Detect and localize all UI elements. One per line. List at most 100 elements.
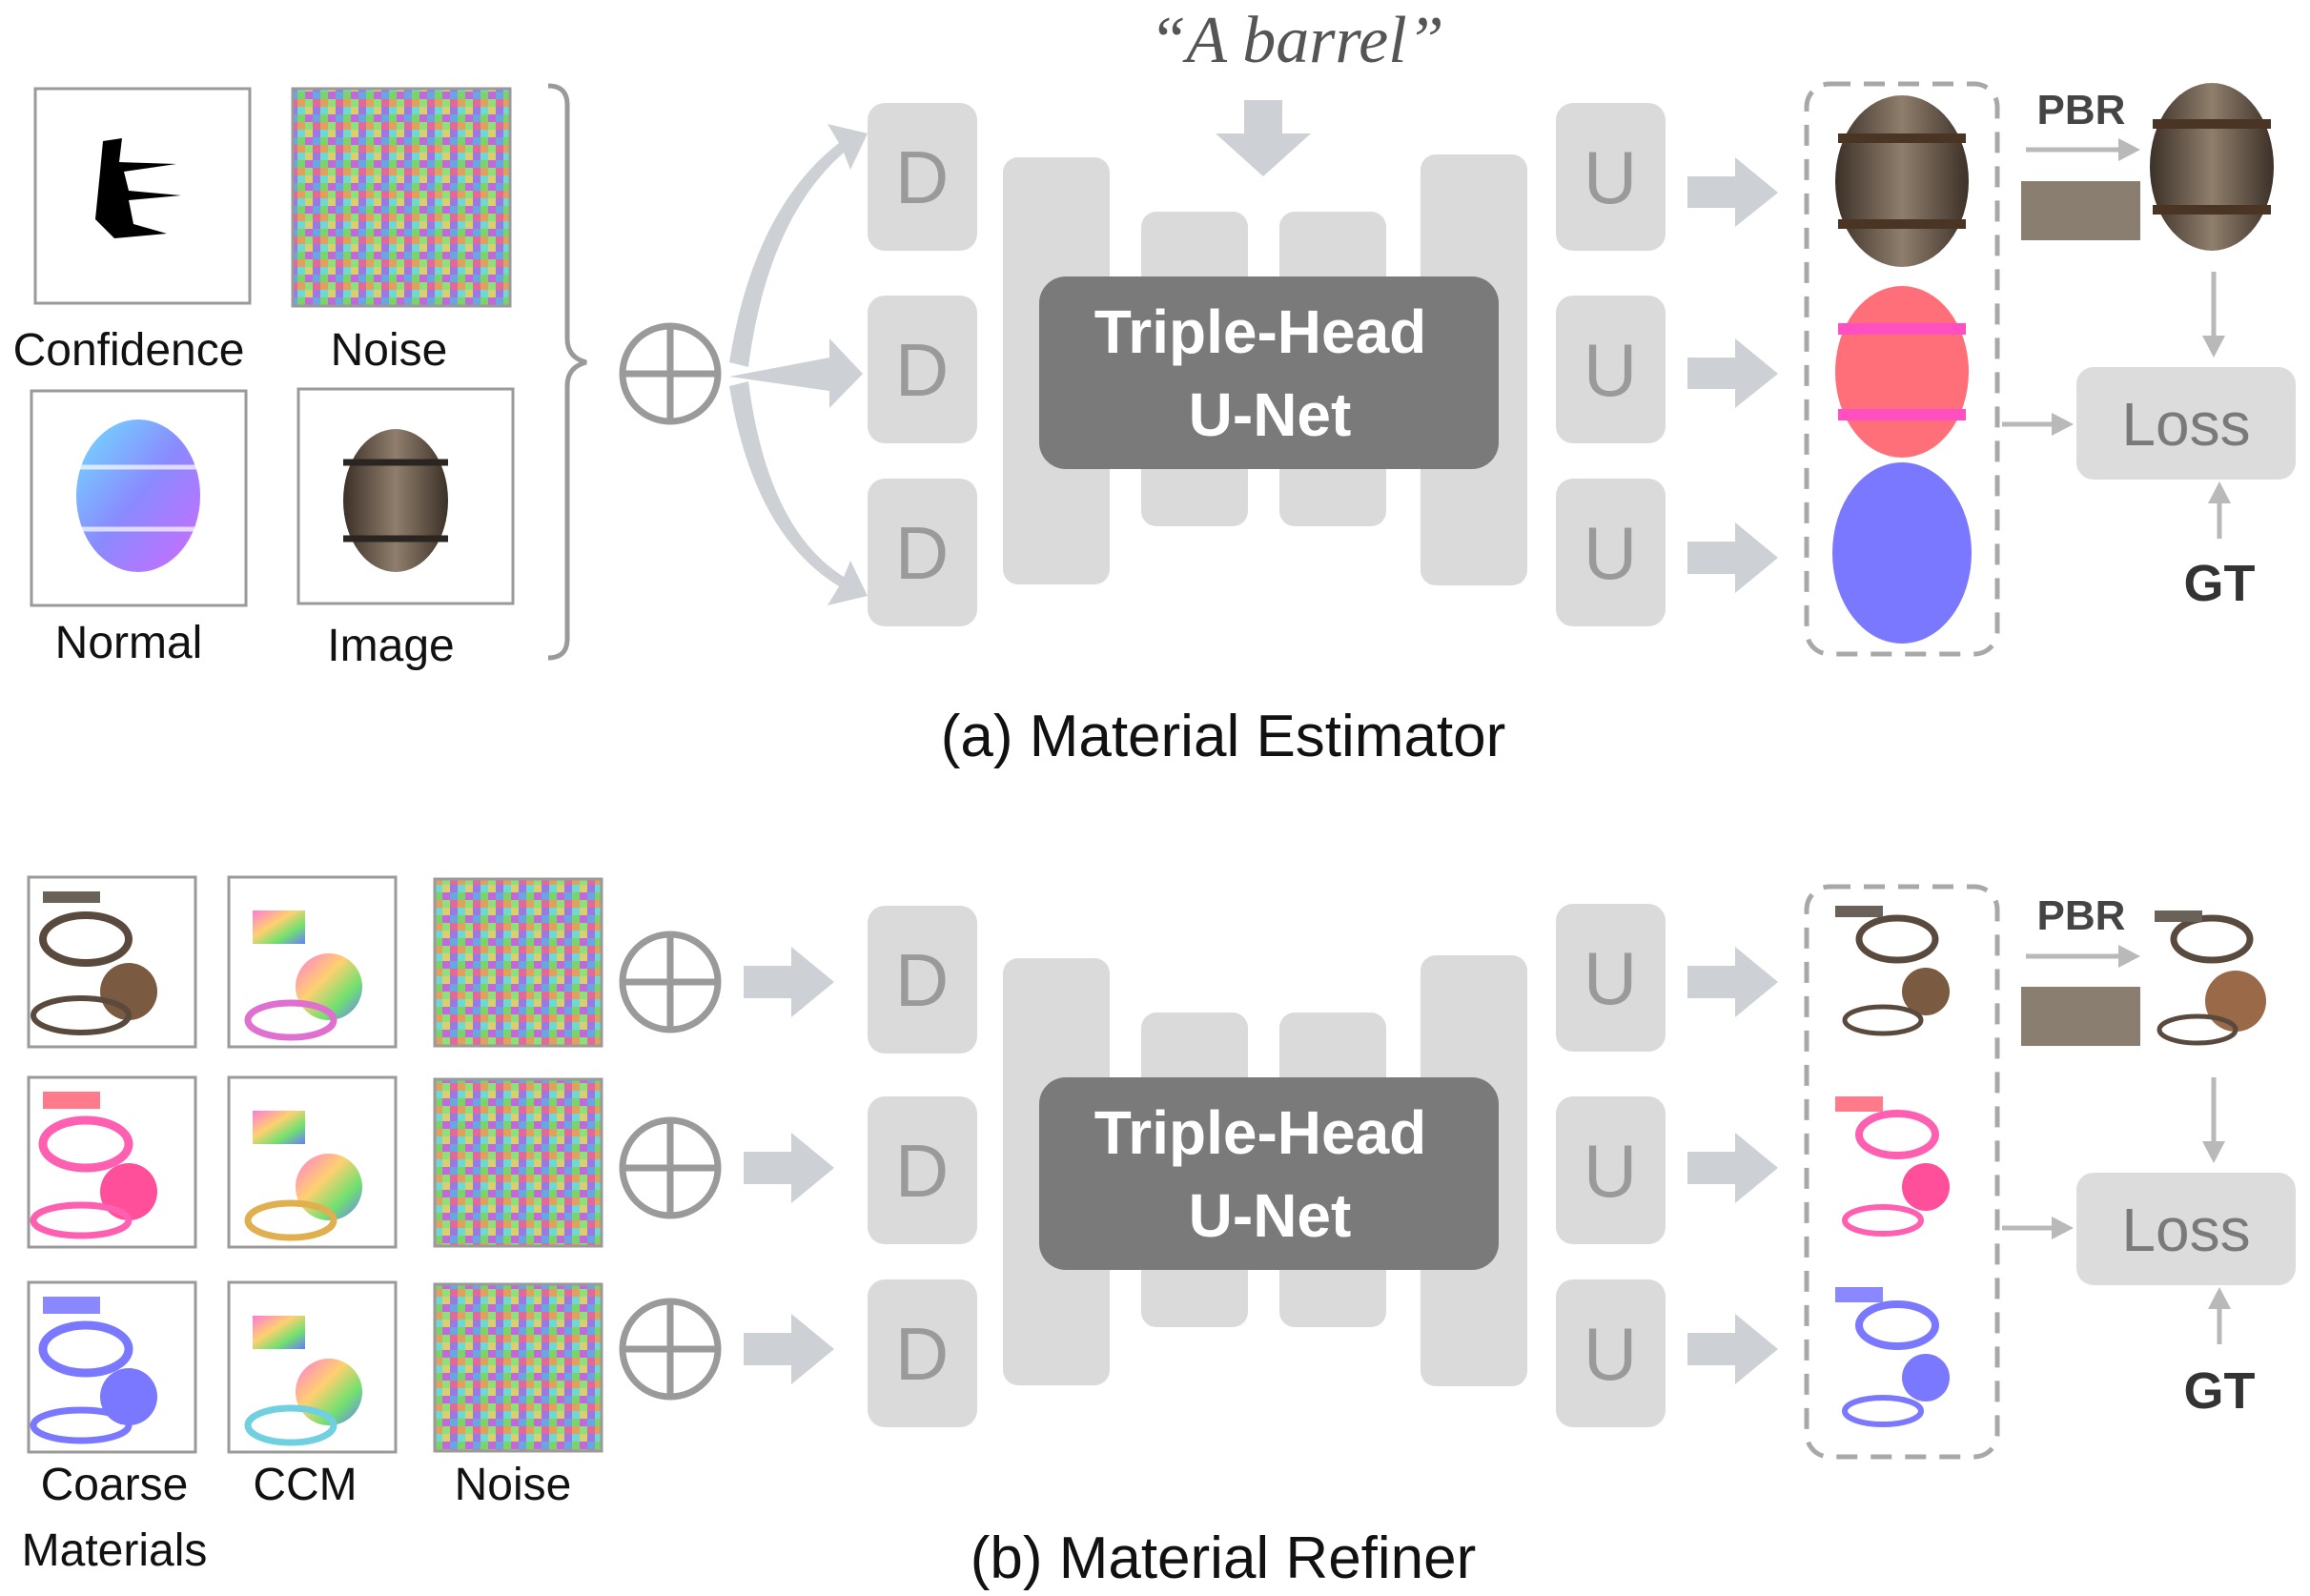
svg-text:D: D [895,938,949,1022]
refined-normal-output [1835,1287,1950,1427]
svg-text:Triple-Head: Triple-Head [1094,297,1427,366]
rendered-output-a [2150,83,2274,251]
render-to-loss-head-b [2202,1141,2225,1163]
coarse-roughness-thumbnail [27,1075,197,1249]
arrow-out-b3 [1687,1314,1778,1384]
svg-text:U: U [1584,1129,1637,1213]
brace [547,83,587,661]
refined-roughness-output [1835,1096,1950,1237]
output-group-b [1804,884,2000,1460]
label-normal: Normal [55,618,203,668]
svg-text:D: D [895,1129,949,1213]
arrow-out-b2 [1687,1133,1778,1203]
caption-refiner: (b) Material Refiner [971,1525,1477,1591]
label-gt-a: GT [2184,555,2256,612]
label-gt-b: GT [2184,1362,2256,1420]
svg-text:D: D [895,1312,949,1396]
arrow-to-d1-a [729,124,868,367]
concat-icon-b1 [619,931,722,1033]
svg-text:D: D [895,511,949,595]
svg-text:U: U [1584,1312,1637,1396]
concat-icon-a [619,322,722,425]
svg-text:Loss: Loss [2121,390,2250,459]
upsample-block-b2: U [1556,1096,1666,1244]
envmap-thumbnail-b [2021,987,2140,1046]
pbr-arrow-head-a [2118,138,2140,161]
label-confidence: Confidence [13,325,245,376]
unet-core-b: Triple-Head U-Net [1039,1077,1499,1270]
ccm-thumbnail-1 [227,875,398,1049]
arrow-to-d2-b [744,1133,834,1203]
normal-thumbnail [30,389,248,607]
arrow-to-d1-b [744,947,834,1017]
decoder-block-b1: D [868,906,977,1054]
concat-icon-b2 [619,1116,722,1219]
svg-text:Loss: Loss [2121,1196,2250,1264]
upsample-block-a1: U [1556,103,1666,251]
gt-to-loss-head-b [2208,1287,2231,1309]
decoder-block-a1: D [868,103,977,251]
svg-text:U-Net: U-Net [1189,1181,1352,1250]
roughness-output-a [1835,286,1969,458]
arrow-to-d3-b [744,1314,834,1384]
ccm-thumbnail-2 [227,1075,398,1249]
decoder-block-b2: D [868,1096,977,1244]
label-pbr-a: PBR [2037,87,2126,133]
refined-albedo-output [1835,906,1950,1036]
confidence-thumbnail [33,87,252,305]
label-pbr-b: PBR [2037,892,2126,939]
label-coarse-2: Materials [22,1525,208,1576]
label-noise-a: Noise [331,325,448,376]
unet-core-a: Triple-Head U-Net [1039,276,1499,469]
noise-thumbnail-b3 [433,1282,603,1453]
arrow-to-d3-a [729,381,868,605]
arrow-to-d2-a [729,338,863,408]
upsample-block-b3: U [1556,1279,1666,1427]
label-image: Image [327,621,454,671]
image-thumbnail [296,387,515,605]
svg-text:U: U [1584,511,1637,595]
render-to-loss-head-a [2202,336,2225,358]
arrow-out-a2 [1687,338,1778,408]
svg-text:D: D [895,328,949,412]
noise-thumbnail-b2 [433,1077,603,1248]
coarse-albedo-thumbnail [27,875,197,1049]
arrow-out-a1 [1687,157,1778,227]
normal-output-a [1832,462,1972,644]
label-ccm: CCM [253,1460,357,1510]
concat-icon-b3 [619,1298,722,1401]
coarse-normal-thumbnail [27,1280,197,1454]
loss-box-b: Loss [2076,1173,2296,1285]
svg-text:D: D [895,135,949,219]
svg-text:U: U [1584,936,1637,1020]
envmap-thumbnail-a [2021,181,2140,240]
albedo-output-a [1835,95,1969,267]
output-to-loss-head-b [2052,1217,2074,1239]
arrow-out-b1 [1687,947,1778,1017]
caption-estimator: (a) Material Estimator [941,704,1506,769]
noise-thumbnail-a [291,87,512,308]
svg-text:U: U [1584,328,1637,412]
upsample-block-a2: U [1556,296,1666,443]
svg-text:U: U [1584,135,1637,219]
prompt-arrow [1216,100,1311,176]
loss-box-a: Loss [2076,367,2296,480]
pbr-arrow-head-b [2118,945,2140,968]
ccm-thumbnail-3 [227,1280,398,1454]
output-to-loss-head-a [2052,413,2074,436]
noise-thumbnail-b1 [433,877,603,1048]
text-prompt: “A barrel” [1149,4,1443,77]
svg-text:Triple-Head: Triple-Head [1094,1098,1427,1167]
gt-to-loss-head-a [2208,481,2231,503]
decoder-block-a3: D [868,479,977,626]
svg-text:U-Net: U-Net [1189,380,1352,449]
decoder-block-b3: D [868,1279,977,1427]
decoder-block-a2: D [868,296,977,443]
upsample-block-a3: U [1556,479,1666,626]
output-group-a [1804,81,2000,657]
label-noise-b: Noise [455,1460,572,1510]
label-coarse-1: Coarse [41,1460,189,1510]
rendered-output-b [2155,911,2266,1046]
arrow-out-a3 [1687,522,1778,593]
